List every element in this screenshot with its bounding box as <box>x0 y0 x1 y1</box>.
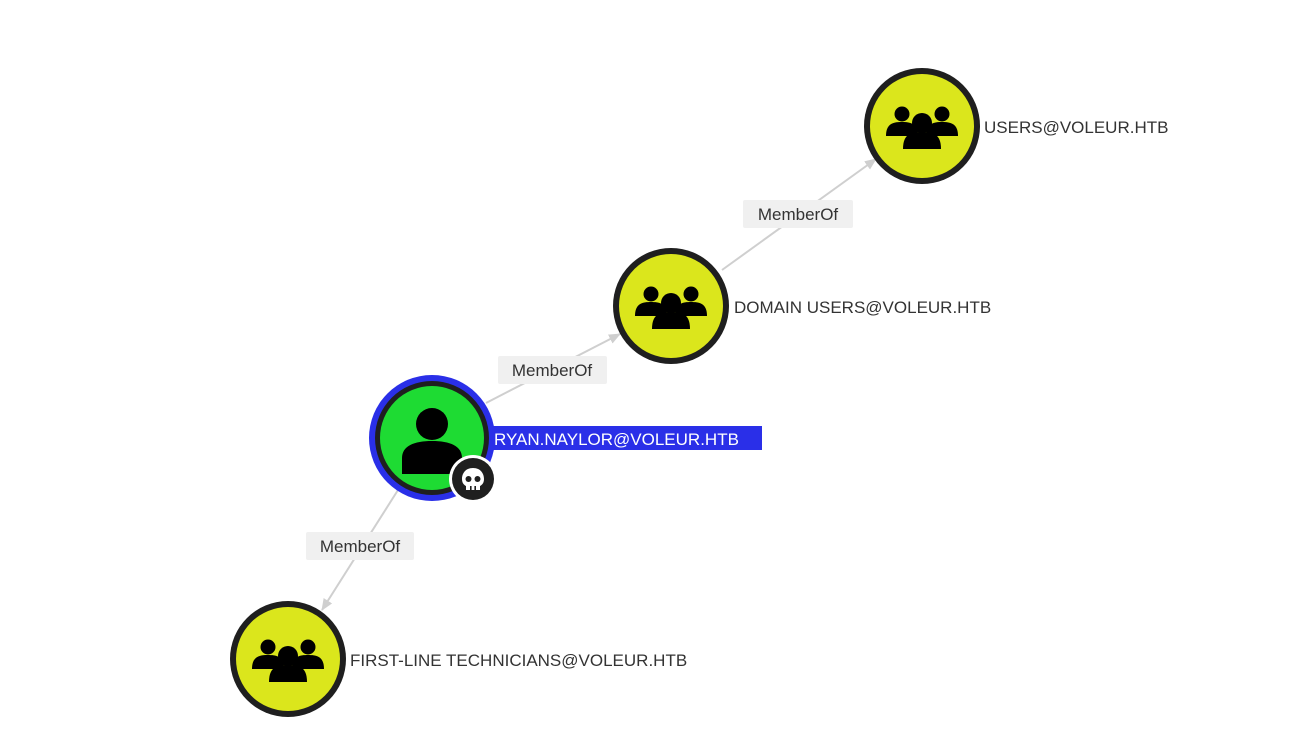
node-label: FIRST-LINE TECHNICIANS@VOLEUR.HTB <box>350 651 687 670</box>
node-label: RYAN.NAYLOR@VOLEUR.HTB <box>494 430 739 449</box>
node-domain-users-group[interactable]: DOMAIN USERS@VOLEUR.HTB <box>613 248 991 364</box>
node-first-line-technicians-group[interactable]: FIRST-LINE TECHNICIANS@VOLEUR.HTB <box>230 601 687 717</box>
skull-icon <box>449 455 497 503</box>
edge-label-memberof: MemberOf <box>512 361 593 380</box>
node-users-group[interactable]: USERS@VOLEUR.HTB <box>864 68 1168 184</box>
edge-ryan-to-domain-users[interactable]: MemberOf <box>485 333 621 404</box>
node-ryan-naylor-user[interactable]: RYAN.NAYLOR@VOLEUR.HTB <box>369 375 762 503</box>
node-label: DOMAIN USERS@VOLEUR.HTB <box>734 298 991 317</box>
selected-label-highlight <box>490 426 762 450</box>
edge-ryan-to-first-line[interactable]: MemberOf <box>306 489 414 611</box>
edge-label-memberof: MemberOf <box>320 537 401 556</box>
node-label: USERS@VOLEUR.HTB <box>984 118 1168 137</box>
edge-domain-users-to-users[interactable]: MemberOf <box>721 158 877 271</box>
edge-label-memberof: MemberOf <box>758 205 839 224</box>
